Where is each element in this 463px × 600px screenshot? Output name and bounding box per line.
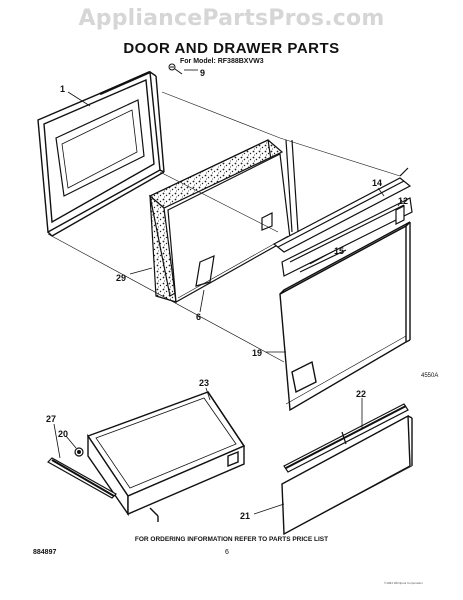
drawer-body-part	[86, 391, 246, 522]
outer-door-frame-part	[37, 70, 165, 237]
footer-ordering-info: FOR ORDERING INFORMATION REFER TO PARTS …	[134, 536, 329, 543]
callout-29: 29	[116, 273, 126, 283]
callout-1: 1	[60, 84, 65, 94]
drawer-roller-part	[74, 447, 84, 457]
screw-part	[168, 63, 183, 75]
callout-9: 9	[200, 68, 205, 78]
callout-6: 6	[196, 312, 201, 322]
callout-22: 22	[356, 389, 366, 399]
door-handle-part	[281, 197, 413, 277]
callout-19: 19	[252, 348, 262, 358]
callout-23: 23	[199, 378, 209, 388]
alignment-guide-lines	[47, 91, 401, 363]
callout-leader-lines	[53, 69, 403, 515]
outer-door-panel-part	[279, 221, 411, 412]
page-number: 6	[225, 549, 229, 556]
drawer-front-panel-part	[281, 414, 413, 536]
callout-21: 21	[240, 511, 250, 521]
drawer-slide-rail-part	[47, 457, 117, 499]
model-line: For Model: RF388BXVW3	[180, 58, 264, 65]
page-title: DOOR AND DRAWER PARTS	[123, 40, 340, 57]
callout-15: 15	[334, 246, 344, 256]
copyright-fine-print: ©1994 Whirlpool Corporation	[384, 581, 423, 585]
callout-27: 27	[46, 414, 56, 424]
drawer-trim-part	[283, 403, 409, 473]
inner-door-panel-part	[167, 153, 291, 303]
callout-14: 14	[372, 178, 382, 188]
callout-20: 20	[58, 429, 68, 439]
document-number: 884897	[33, 549, 57, 556]
figure-code: 4550A	[421, 373, 439, 379]
callout-12: 12	[398, 196, 408, 206]
watermark-text: AppliancePartsPros.com	[78, 6, 385, 31]
door-trim-part	[272, 139, 412, 253]
